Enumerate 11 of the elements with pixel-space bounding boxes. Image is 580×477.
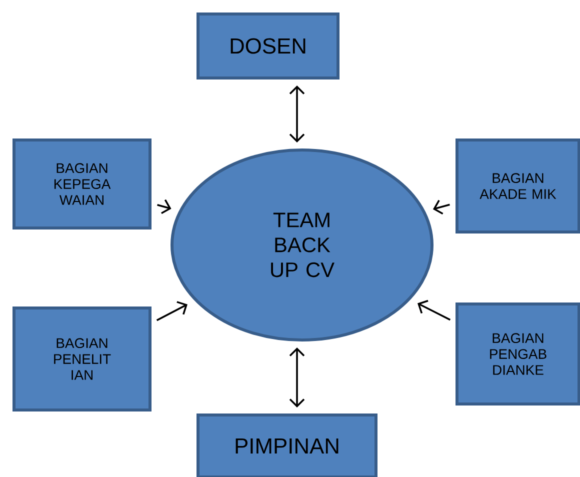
process-box: BAGIAN KEPEGA WAIAN: [12, 138, 152, 230]
arrow: [289, 347, 305, 408]
process-box: BAGIAN AKADE MIK: [456, 138, 580, 234]
process-box: DOSEN: [196, 12, 340, 80]
process-box: PIMPINAN: [196, 413, 378, 477]
arrow: [432, 200, 450, 215]
arrow: [418, 300, 451, 321]
arrow: [156, 301, 188, 322]
arrow: [289, 85, 305, 142]
process-box: BAGIAN PENELIT IAN: [12, 306, 152, 412]
process-box: BAGIAN PENGAB DIANKE: [456, 302, 580, 406]
